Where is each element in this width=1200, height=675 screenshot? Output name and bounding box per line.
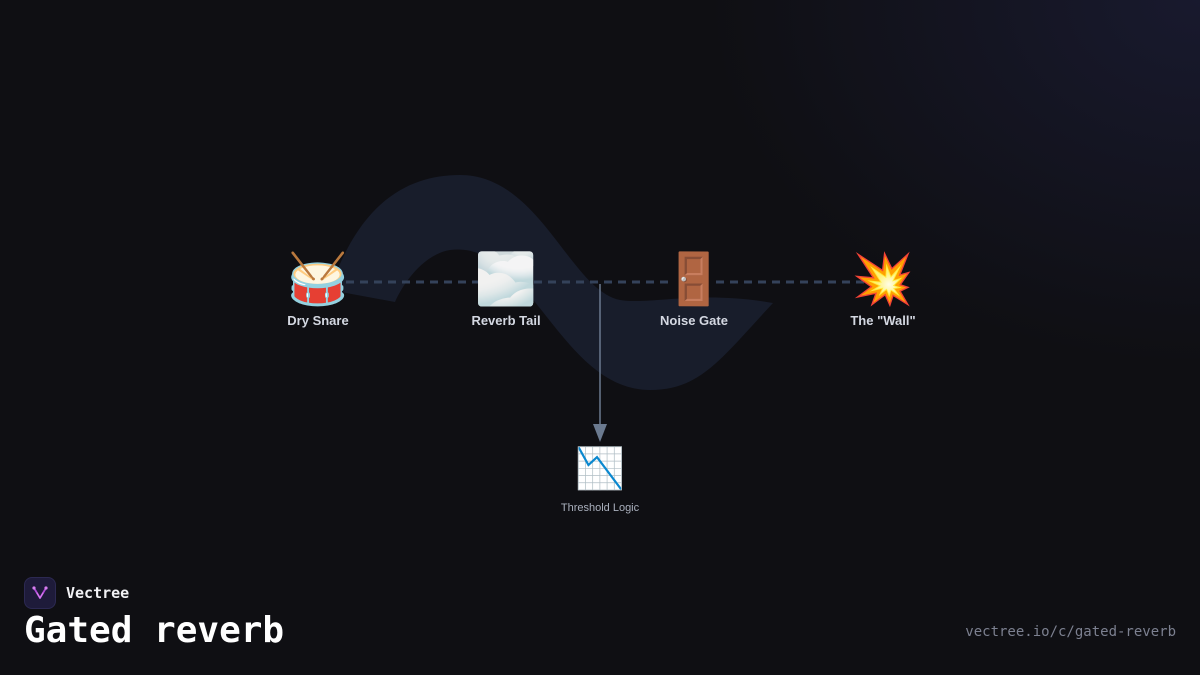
node-label: Dry Snare: [287, 313, 349, 328]
node-label: Threshold Logic: [560, 502, 640, 514]
page-title: Gated reverb: [24, 610, 285, 651]
chart-decreasing-icon: 📉: [575, 447, 625, 491]
brand[interactable]: Vectree: [24, 577, 129, 609]
page-url[interactable]: vectree.io/c/gated-reverb: [965, 624, 1176, 640]
explosion-icon: 💥: [851, 251, 915, 307]
node-threshold-logic[interactable]: 📉 Threshold Logic: [510, 446, 690, 514]
node-wall[interactable]: 💥 The "Wall": [793, 251, 973, 328]
fog-icon: 🌫️: [474, 251, 538, 307]
door-icon: 🚪: [662, 251, 726, 307]
node-noise-gate[interactable]: 🚪 Noise Gate: [604, 251, 784, 328]
node-reverb-tail[interactable]: 🌫️ Reverb Tail: [416, 251, 596, 328]
node-label: The "Wall": [850, 313, 916, 328]
brand-name: Vectree: [66, 584, 130, 602]
node-label: Reverb Tail: [471, 313, 541, 328]
node-dry-snare[interactable]: 🥁 Dry Snare: [228, 251, 408, 328]
vectree-logo-icon: [24, 577, 56, 609]
branch-arrowhead: [593, 424, 607, 442]
drum-icon: 🥁: [286, 251, 350, 307]
node-label: Noise Gate: [660, 313, 728, 328]
